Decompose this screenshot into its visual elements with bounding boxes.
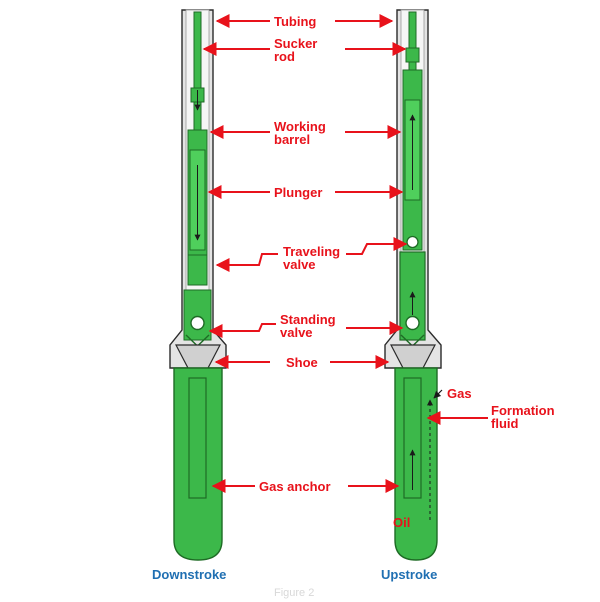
standing-valve-ball-left — [190, 315, 205, 331]
label-sucker-rod-line2: rod — [274, 49, 295, 64]
label-working-barrel-line2: barrel — [274, 132, 310, 147]
label-gas: Gas — [447, 386, 472, 401]
label-shoe: Shoe — [286, 355, 318, 370]
label-tubing: Tubing — [274, 14, 316, 29]
figure-caption: Figure 2 — [274, 587, 314, 599]
label-oil: Oil — [393, 515, 410, 530]
label-plunger: Plunger — [274, 185, 322, 200]
label-formation-fluid-line2: fluid — [491, 416, 518, 431]
callout-arrows — [202, 14, 488, 493]
label-gas-anchor: Gas anchor — [259, 479, 331, 494]
caption-upstroke: Upstroke — [381, 567, 437, 582]
upstroke-pump — [384, 9, 443, 561]
standing-valve-ball-right — [405, 315, 420, 331]
caption-downstroke: Downstroke — [152, 567, 226, 582]
downstroke-pump — [169, 9, 227, 561]
label-traveling-valve-line2: valve — [283, 257, 316, 272]
label-traveling-valve-line1: Traveling — [283, 244, 340, 259]
label-sucker-rod-line1: Sucker — [274, 36, 317, 51]
traveling-valve-left — [187, 254, 208, 286]
label-working-barrel-line1: Working — [274, 119, 326, 134]
label-standing-valve-line2: valve — [280, 325, 313, 340]
traveling-valve-ball-right — [406, 235, 419, 249]
label-formation-fluid-line1: Formation — [491, 403, 555, 418]
sucker-rod-left — [193, 11, 202, 131]
label-group: Tubing Sucker rod Working barrel Plunger… — [259, 14, 555, 530]
label-standing-valve-line1: Standing — [280, 312, 336, 327]
